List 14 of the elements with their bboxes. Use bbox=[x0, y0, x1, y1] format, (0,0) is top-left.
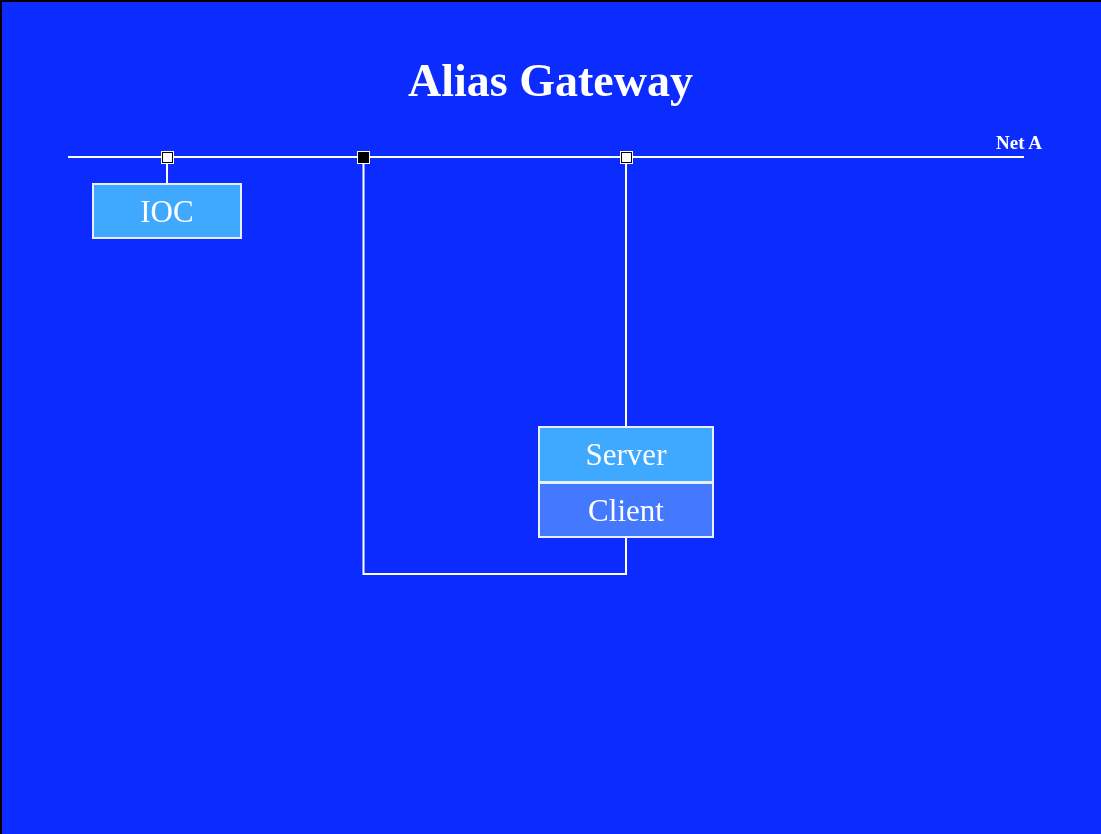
component-box bbox=[92, 183, 242, 239]
connector-line bbox=[625, 162, 627, 427]
diagram-title: Alias Gateway bbox=[407, 58, 694, 104]
component-box bbox=[538, 426, 714, 483]
tap-square bbox=[358, 152, 369, 163]
tap-square bbox=[161, 152, 173, 163]
component-box bbox=[538, 482, 714, 538]
box-label: Client bbox=[588, 494, 664, 526]
network-label: Net A bbox=[996, 132, 1042, 154]
tap-square bbox=[620, 152, 632, 163]
connector-line bbox=[362, 162, 627, 575]
connector-line bbox=[166, 162, 168, 184]
box-label: Server bbox=[585, 439, 667, 470]
box-label: IOC bbox=[140, 195, 194, 227]
